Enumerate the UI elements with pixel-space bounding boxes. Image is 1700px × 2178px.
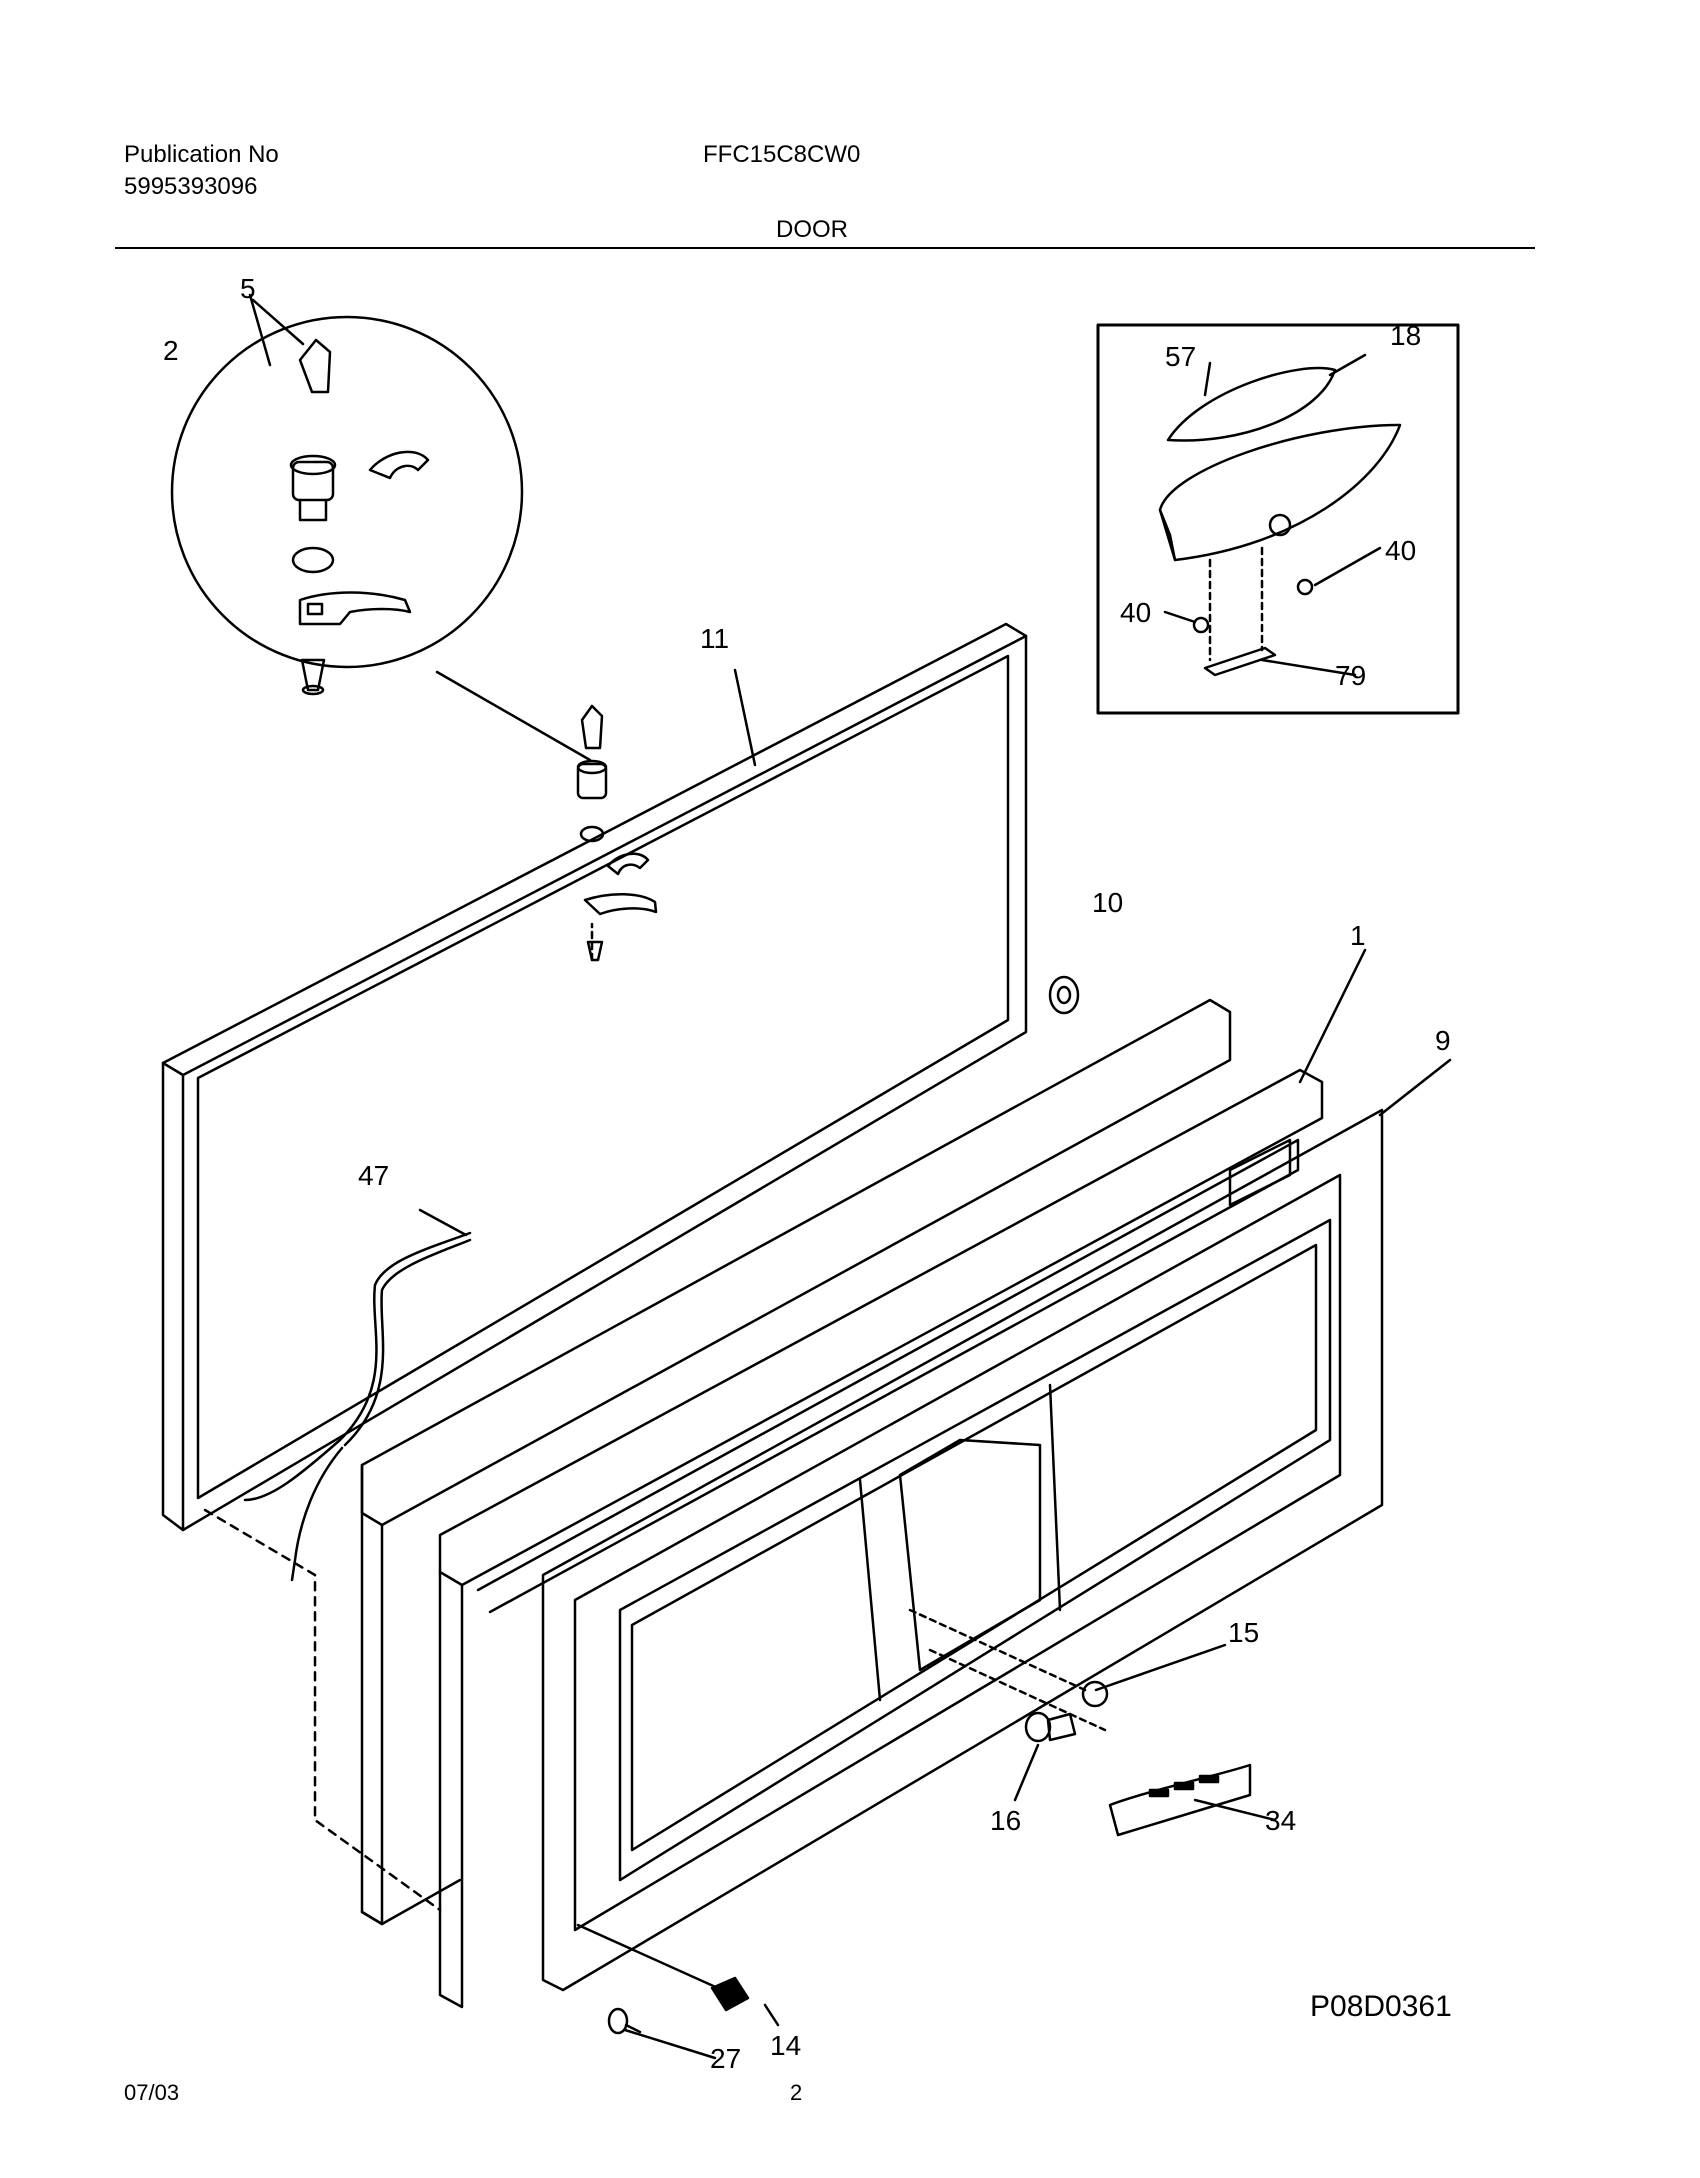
footer-page-number: 2	[790, 2080, 803, 2105]
outer-door-shell	[438, 1068, 1324, 2009]
callout-40-left: 40	[1120, 597, 1151, 628]
callout-34: 34	[1265, 1805, 1296, 1836]
insulation-block	[360, 998, 1232, 1926]
callout-5: 5	[240, 273, 256, 304]
callout-14: 14	[770, 2030, 801, 2061]
model-number: FFC15C8CW0	[703, 141, 861, 168]
callout-16: 16	[990, 1805, 1021, 1836]
publication-label: Publication No	[124, 141, 279, 168]
lock-assembly	[576, 704, 658, 962]
handle-detail-box	[1096, 323, 1460, 715]
switch-15	[1081, 1680, 1109, 1708]
callout-27: 27	[710, 2043, 741, 2074]
callout-15: 15	[1228, 1617, 1259, 1648]
bumper	[1048, 975, 1080, 1015]
callout-1: 1	[1350, 920, 1366, 951]
footer-date: 07/03	[124, 2080, 180, 2105]
publication-number: 5995393096	[124, 173, 258, 200]
section-title: DOOR	[776, 216, 848, 243]
wire-harness	[243, 1231, 472, 1502]
lock-detail-circle	[170, 315, 524, 696]
callout-18: 18	[1390, 320, 1421, 351]
thermostat-knob	[1024, 1711, 1077, 1743]
callout-47: 47	[358, 1160, 389, 1191]
callout-79: 79	[1335, 660, 1366, 691]
screw-27	[607, 2007, 642, 2035]
header-rule	[115, 247, 1535, 249]
callout-9: 9	[1435, 1025, 1451, 1056]
vent-grille	[1108, 1763, 1252, 1837]
callout-11: 11	[700, 623, 729, 654]
inner-door-panel	[541, 1108, 1384, 1992]
diagram-code: P08D0361	[1310, 1990, 1452, 2023]
callout-2: 2	[163, 335, 179, 366]
callout-10: 10	[1092, 887, 1123, 918]
liner-frame	[161, 622, 1028, 1532]
callout-57: 57	[1165, 341, 1196, 372]
callout-40-right: 40	[1385, 535, 1416, 566]
